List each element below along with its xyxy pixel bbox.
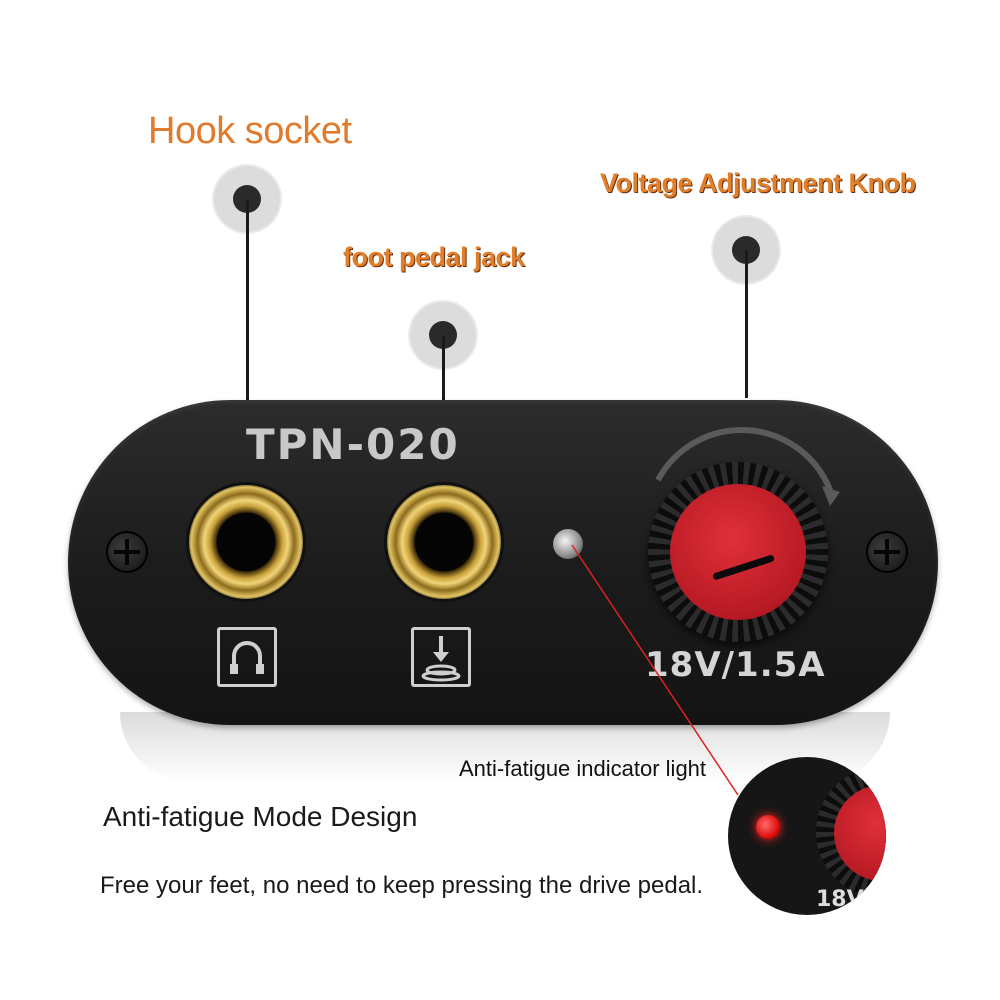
feature-heading: Anti-fatigue Mode Design <box>103 801 418 832</box>
feature-description: Free your feet, no need to keep pressing… <box>100 872 704 899</box>
zoom-red-led <box>756 815 780 839</box>
headphone-icon <box>217 627 277 687</box>
zoom-knob-cap <box>834 785 886 881</box>
hook-socket-jack[interactable] <box>189 485 303 599</box>
foot-pedal-icon <box>411 627 471 687</box>
indicator-zoom-inset: 18V <box>728 757 886 915</box>
rating-label: 18V/1.5A <box>645 645 826 685</box>
knob-pointer <box>712 554 776 581</box>
hook-socket-title: Hook socket <box>148 110 352 152</box>
indicator-light-label: Anti-fatigue indicator light <box>459 756 707 781</box>
foot-pedal-jack-title: foot pedal jack <box>343 242 525 272</box>
voltage-knob-title: Voltage Adjustment Knob <box>600 168 916 198</box>
hook-socket-leader-line <box>246 200 249 532</box>
knob-direction-arc <box>655 426 840 506</box>
right-screw <box>866 531 908 573</box>
voltage-knob-leader-line <box>745 250 748 398</box>
model-label: TPN-020 <box>246 420 460 469</box>
knob-cap <box>670 484 806 620</box>
zoom-knob <box>816 767 886 897</box>
left-screw <box>106 531 148 573</box>
zoom-rating-text: 18V <box>816 887 864 912</box>
foot-pedal-jack[interactable] <box>387 485 501 599</box>
voltage-adjustment-knob[interactable] <box>648 462 828 642</box>
indicator-led <box>553 529 583 559</box>
